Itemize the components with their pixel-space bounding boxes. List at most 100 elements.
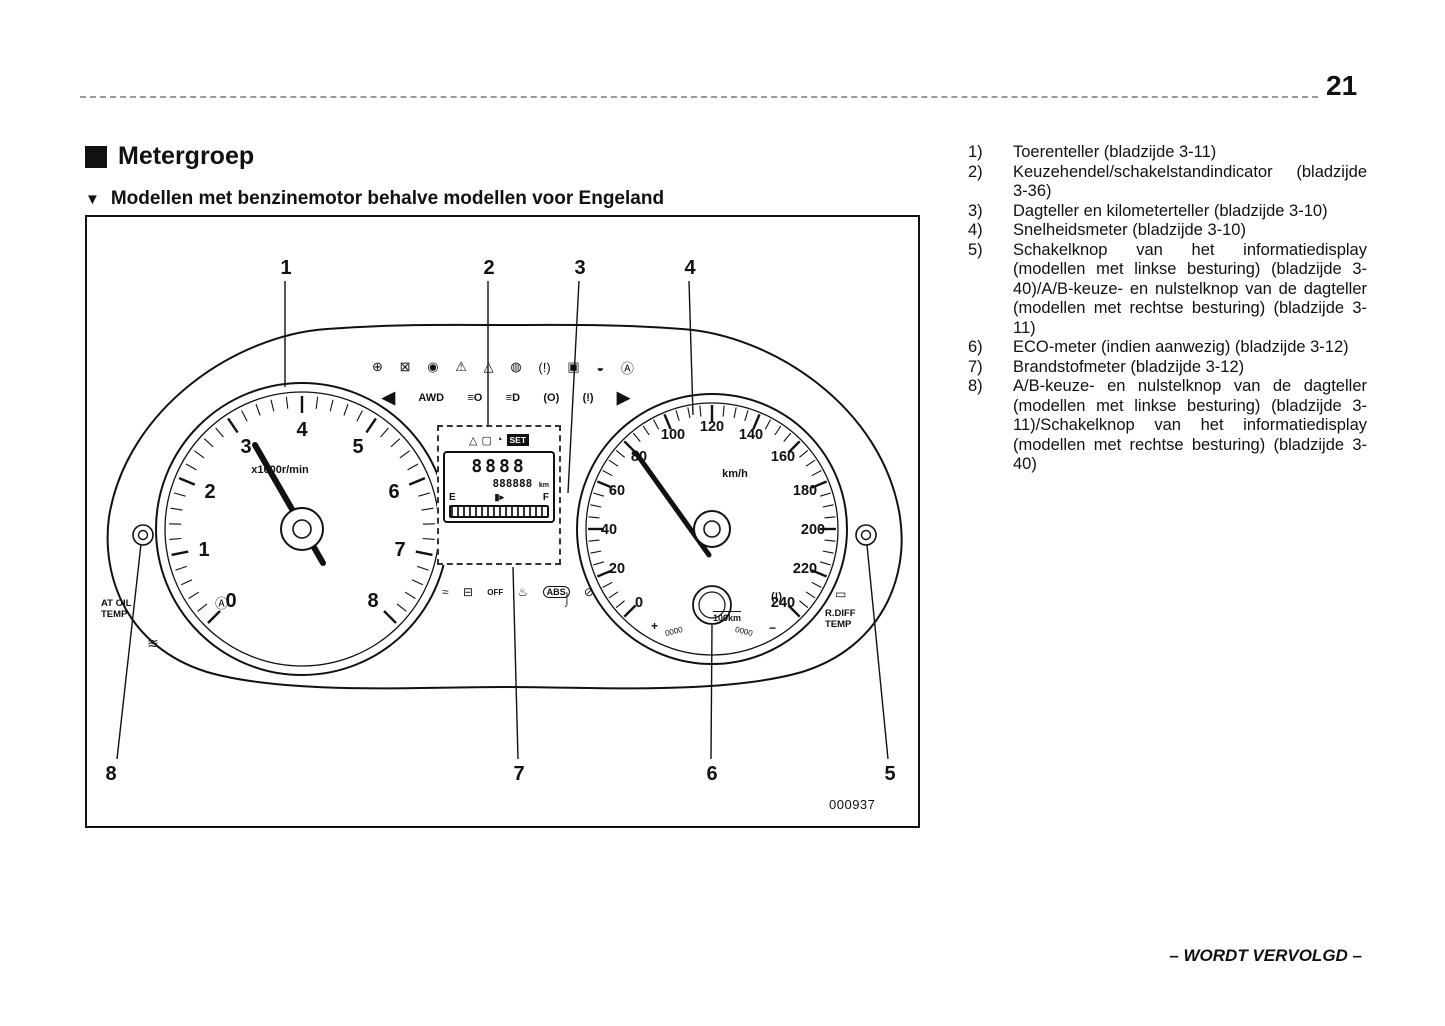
cluster-drawing: 0 1 2 3 4 5 6 7 8 x1000r/min 0 20 40 60 … <box>106 280 903 760</box>
legend-item-text: Keuzehendel/schakelstandindicator (bladz… <box>1013 162 1367 201</box>
svg-text:6: 6 <box>388 481 399 503</box>
callout-leader-lines <box>116 280 889 760</box>
battery-icon: ⊟ <box>462 585 473 599</box>
awd-indicator: AWD <box>418 392 445 404</box>
seatbelt-icon: ▣ <box>567 359 580 374</box>
lcd-clock-icon: ◔ <box>495 434 503 446</box>
legend-item: 6) ECO-meter (indien aanwezig) (bladzijd… <box>968 338 1367 358</box>
legend-item-number: 5) <box>968 240 983 259</box>
tpms-icon: ≈ <box>442 585 449 599</box>
legend-item: 3) Dagteller en kilometerteller (bladzij… <box>968 202 1367 222</box>
subsection-triangle-icon: ▼ <box>85 190 100 208</box>
svg-text:3: 3 <box>240 436 251 458</box>
legend-item: 2) Keuzehendel/schakelstandindicator (bl… <box>968 163 1367 202</box>
temp-probe-icon: ⌡ <box>563 591 571 606</box>
legend-item-number: 6) <box>968 338 983 356</box>
callout-5: 5 <box>884 763 896 785</box>
figure-code: 000937 <box>829 797 876 812</box>
display-knob-right <box>855 524 877 546</box>
tachometer-unit-label: x1000r/min <box>251 464 309 476</box>
header-rule <box>80 96 1318 98</box>
legend-item-text: Toerenteller (bladzijde 3-11) <box>1013 143 1217 161</box>
tail-lamp-icon: ≡O <box>467 392 483 404</box>
legend-item-number: 7) <box>968 357 983 376</box>
callout-8: 8 <box>105 763 117 785</box>
tachometer-scale: 0 1 2 3 4 5 6 7 8 x1000r/min <box>198 419 405 612</box>
car-warning-icon: ▭ <box>835 587 847 601</box>
brake-fluid-icon: (!) <box>582 392 594 404</box>
parking-brake-icon: (O) <box>543 392 560 404</box>
warning-lamp-row-1: ⊕ ⊠ ◉ ⚠ △ ◍ (!) ▣ ◒ Ⓐ <box>372 355 634 379</box>
lcd-screen: 8888 888888 km E ▮▸ F <box>443 451 555 523</box>
hazard-icon: △ <box>483 359 494 374</box>
abs-icon: ABS <box>542 586 570 598</box>
continuation-note: – WORDT VERVOLGD – <box>1169 946 1362 965</box>
svg-text:20: 20 <box>609 561 625 577</box>
legend-item-number: 8) <box>968 377 983 395</box>
svg-text:220: 220 <box>793 561 817 577</box>
legend-item-text: Dagteller en kilometerteller (bladzijde … <box>1013 201 1328 220</box>
gear-position-display: 8888 <box>471 456 527 477</box>
fuel-empty-label: E <box>449 492 456 503</box>
turn-right-indicator-icon: ▶ <box>616 388 630 407</box>
fuel-full-label: F <box>542 492 549 503</box>
glow-plug-icon: ◉ <box>427 359 439 374</box>
legend-list: 1) Toerenteller (bladzijde 3-11) 2) Keuz… <box>968 143 1367 475</box>
section-bullet-icon <box>85 145 107 168</box>
svg-text:1: 1 <box>198 539 209 561</box>
svg-text:40: 40 <box>601 522 617 538</box>
fuel-pump-icon: ▮▸ <box>494 492 505 502</box>
tire-pressure-icon: (!) <box>771 591 782 603</box>
legend-item-text: A/B-keuze- en nulstelknop van de dagtell… <box>1013 377 1367 473</box>
svg-text:0: 0 <box>225 590 236 612</box>
svg-text:100: 100 <box>661 427 685 443</box>
callout-2: 2 <box>483 257 495 279</box>
fuel-gauge-bar <box>449 505 549 518</box>
svg-text:7: 7 <box>394 539 405 561</box>
odometer-display: 888888 km <box>449 477 550 490</box>
legend-item-text: Schakelknop van het informatiedisplay (m… <box>1013 240 1367 337</box>
trip-reset-knob-left-center <box>137 529 149 541</box>
svg-text:200: 200 <box>801 522 825 538</box>
turn-left-indicator-icon: ◀ <box>382 388 396 407</box>
legend-item-text: Brandstofmeter (bladzijde 3-12) <box>1013 357 1245 376</box>
svg-text:120: 120 <box>700 419 724 435</box>
warning-circle-icon: (!) <box>538 359 551 375</box>
legend-item: 8) A/B-keuze- en nulstelknop van de dagt… <box>968 377 1367 475</box>
svg-text:4: 4 <box>296 419 308 441</box>
eco-meter-center <box>698 591 726 619</box>
eco-range-label: 100km <box>713 611 742 623</box>
lcd-vehicle-icon: ▢ <box>481 434 492 447</box>
eco-minus-label: − <box>769 621 777 635</box>
legend-item-number: 4) <box>968 221 983 239</box>
speedometer-scale: 0 20 40 60 80 100 120 140 160 180 200 22… <box>601 419 825 611</box>
airbag-off-indicator: OFF <box>487 587 504 597</box>
speedometer-hub-center <box>703 520 721 538</box>
page-number: 21 <box>1326 70 1358 101</box>
oil-pressure-icon: ♨ <box>517 585 529 599</box>
lcd-warning-triangle-icon: △ <box>468 434 478 447</box>
svg-text:140: 140 <box>739 427 763 443</box>
doors-icon: ◒ <box>596 359 605 375</box>
r-diff-temp-label: R.DIFF TEMP <box>825 608 856 630</box>
svg-text:2: 2 <box>204 481 215 503</box>
callout-4: 4 <box>684 257 696 279</box>
display-knob-right-center <box>860 529 872 541</box>
warning-lamp-row-2: ◀ AWD ≡O ≡D (O) (!) ▶ <box>382 386 630 410</box>
legend-item: 7) Brandstofmeter (bladzijde 3-12) <box>968 358 1367 378</box>
svg-text:60: 60 <box>609 483 625 499</box>
trip-reset-knob-left <box>132 524 154 546</box>
callout-6: 6 <box>706 763 718 785</box>
legend-item: 1) Toerenteller (bladzijde 3-11) <box>968 143 1367 163</box>
at-oil-temp-label: AT OIL TEMP <box>101 598 132 620</box>
callout-7: 7 <box>513 763 525 785</box>
cruise-control-icon: ⊕ <box>372 359 383 374</box>
svg-text:180: 180 <box>793 483 817 499</box>
legend-item-text: Snelheidsmeter (bladzijde 3-10) <box>1013 221 1246 239</box>
speedometer-unit-label: km/h <box>722 468 748 480</box>
subsection-heading: ▼ Modellen met benzinemotor behalve mode… <box>85 188 664 210</box>
information-display: △ ▢ ◔ SET 8888 888888 km E ▮▸ F <box>437 425 561 565</box>
lcd-set-label: SET <box>506 434 530 446</box>
coolant-temp-icon: ≋ <box>147 635 159 651</box>
